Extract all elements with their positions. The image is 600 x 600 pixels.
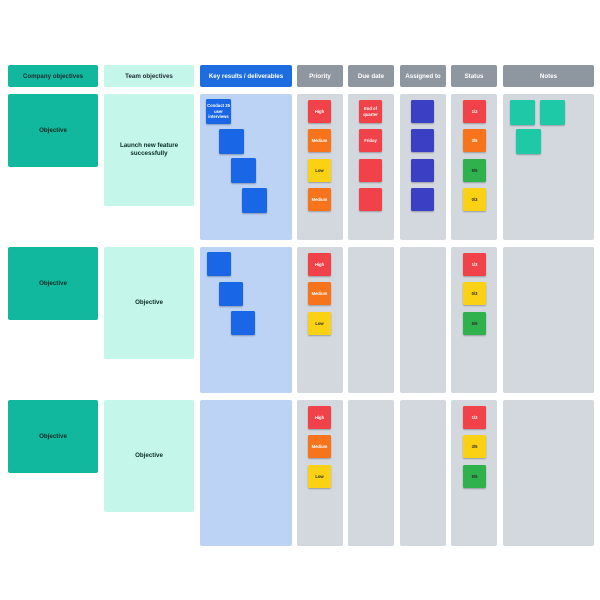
assigned-cell[interactable]	[400, 247, 446, 393]
notes-sticky[interactable]	[510, 100, 535, 125]
priority-note-medium[interactable]: Medium	[308, 282, 331, 305]
key-result-note[interactable]	[242, 188, 267, 213]
key-result-note[interactable]: Conduct 25 user interviews	[206, 99, 231, 124]
header-key-results: Key results / deliverables	[200, 65, 292, 87]
key-result-note[interactable]	[231, 158, 256, 183]
company-objective-card[interactable]: Objective	[8, 94, 98, 167]
due-date-note[interactable]: End of quarter	[359, 100, 382, 123]
status-note[interactable]: 5/5	[463, 312, 486, 335]
priority-note-medium[interactable]: Medium	[308, 435, 331, 458]
status-note[interactable]: 5/5	[463, 159, 486, 182]
key-result-note[interactable]	[231, 311, 255, 335]
notes-sticky[interactable]	[516, 129, 541, 154]
priority-note-high[interactable]: High	[308, 253, 331, 276]
priority-note-medium[interactable]: Medium	[308, 129, 331, 152]
due-date-note[interactable]	[359, 159, 382, 182]
status-note[interactable]: 1/3	[463, 253, 486, 276]
status-note[interactable]: 0/3	[463, 282, 486, 305]
notes-cell[interactable]	[503, 400, 594, 546]
team-objective-card[interactable]: Launch new feature successfully	[104, 94, 194, 206]
status-note[interactable]: 3/5	[463, 435, 486, 458]
due-date-cell[interactable]	[348, 247, 394, 393]
due-date-note[interactable]: Friday	[359, 129, 382, 152]
priority-note-high[interactable]: High	[308, 406, 331, 429]
due-date-cell[interactable]	[348, 400, 394, 546]
team-objective-card[interactable]: Objective	[104, 400, 194, 512]
header-notes: Notes	[503, 65, 594, 87]
assignee-note[interactable]	[411, 100, 434, 123]
priority-note-low[interactable]: Low	[308, 465, 331, 488]
header-team-objectives: Team objectives	[104, 65, 194, 87]
priority-note-medium[interactable]: Medium	[308, 188, 331, 211]
key-result-note[interactable]	[219, 129, 244, 154]
header-priority: Priority	[297, 65, 343, 87]
status-note[interactable]: 1/3	[463, 406, 486, 429]
assignee-note[interactable]	[411, 188, 434, 211]
header-company-objectives: Company objectives	[8, 65, 98, 87]
assignee-note[interactable]	[411, 129, 434, 152]
notes-cell[interactable]	[503, 247, 594, 393]
priority-note-low[interactable]: Low	[308, 159, 331, 182]
key-result-note[interactable]	[207, 252, 231, 276]
header-status: Status	[451, 65, 497, 87]
due-date-note[interactable]	[359, 188, 382, 211]
header-assigned-to: Assigned to	[400, 65, 446, 87]
company-objective-card[interactable]: Objective	[8, 247, 98, 320]
status-note[interactable]: 3/5	[463, 129, 486, 152]
company-objective-card[interactable]: Objective	[8, 400, 98, 473]
assigned-cell[interactable]	[400, 400, 446, 546]
status-note[interactable]: 5/5	[463, 465, 486, 488]
key-results-cell[interactable]	[200, 400, 292, 546]
notes-sticky[interactable]	[540, 100, 565, 125]
header-due-date: Due date	[348, 65, 394, 87]
priority-note-low[interactable]: Low	[308, 312, 331, 335]
status-note[interactable]: 1/3	[463, 100, 486, 123]
assignee-note[interactable]	[411, 159, 434, 182]
team-objective-card[interactable]: Objective	[104, 247, 194, 359]
priority-note-high[interactable]: High	[308, 100, 331, 123]
status-note[interactable]: 0/3	[463, 188, 486, 211]
key-result-note[interactable]	[219, 282, 243, 306]
